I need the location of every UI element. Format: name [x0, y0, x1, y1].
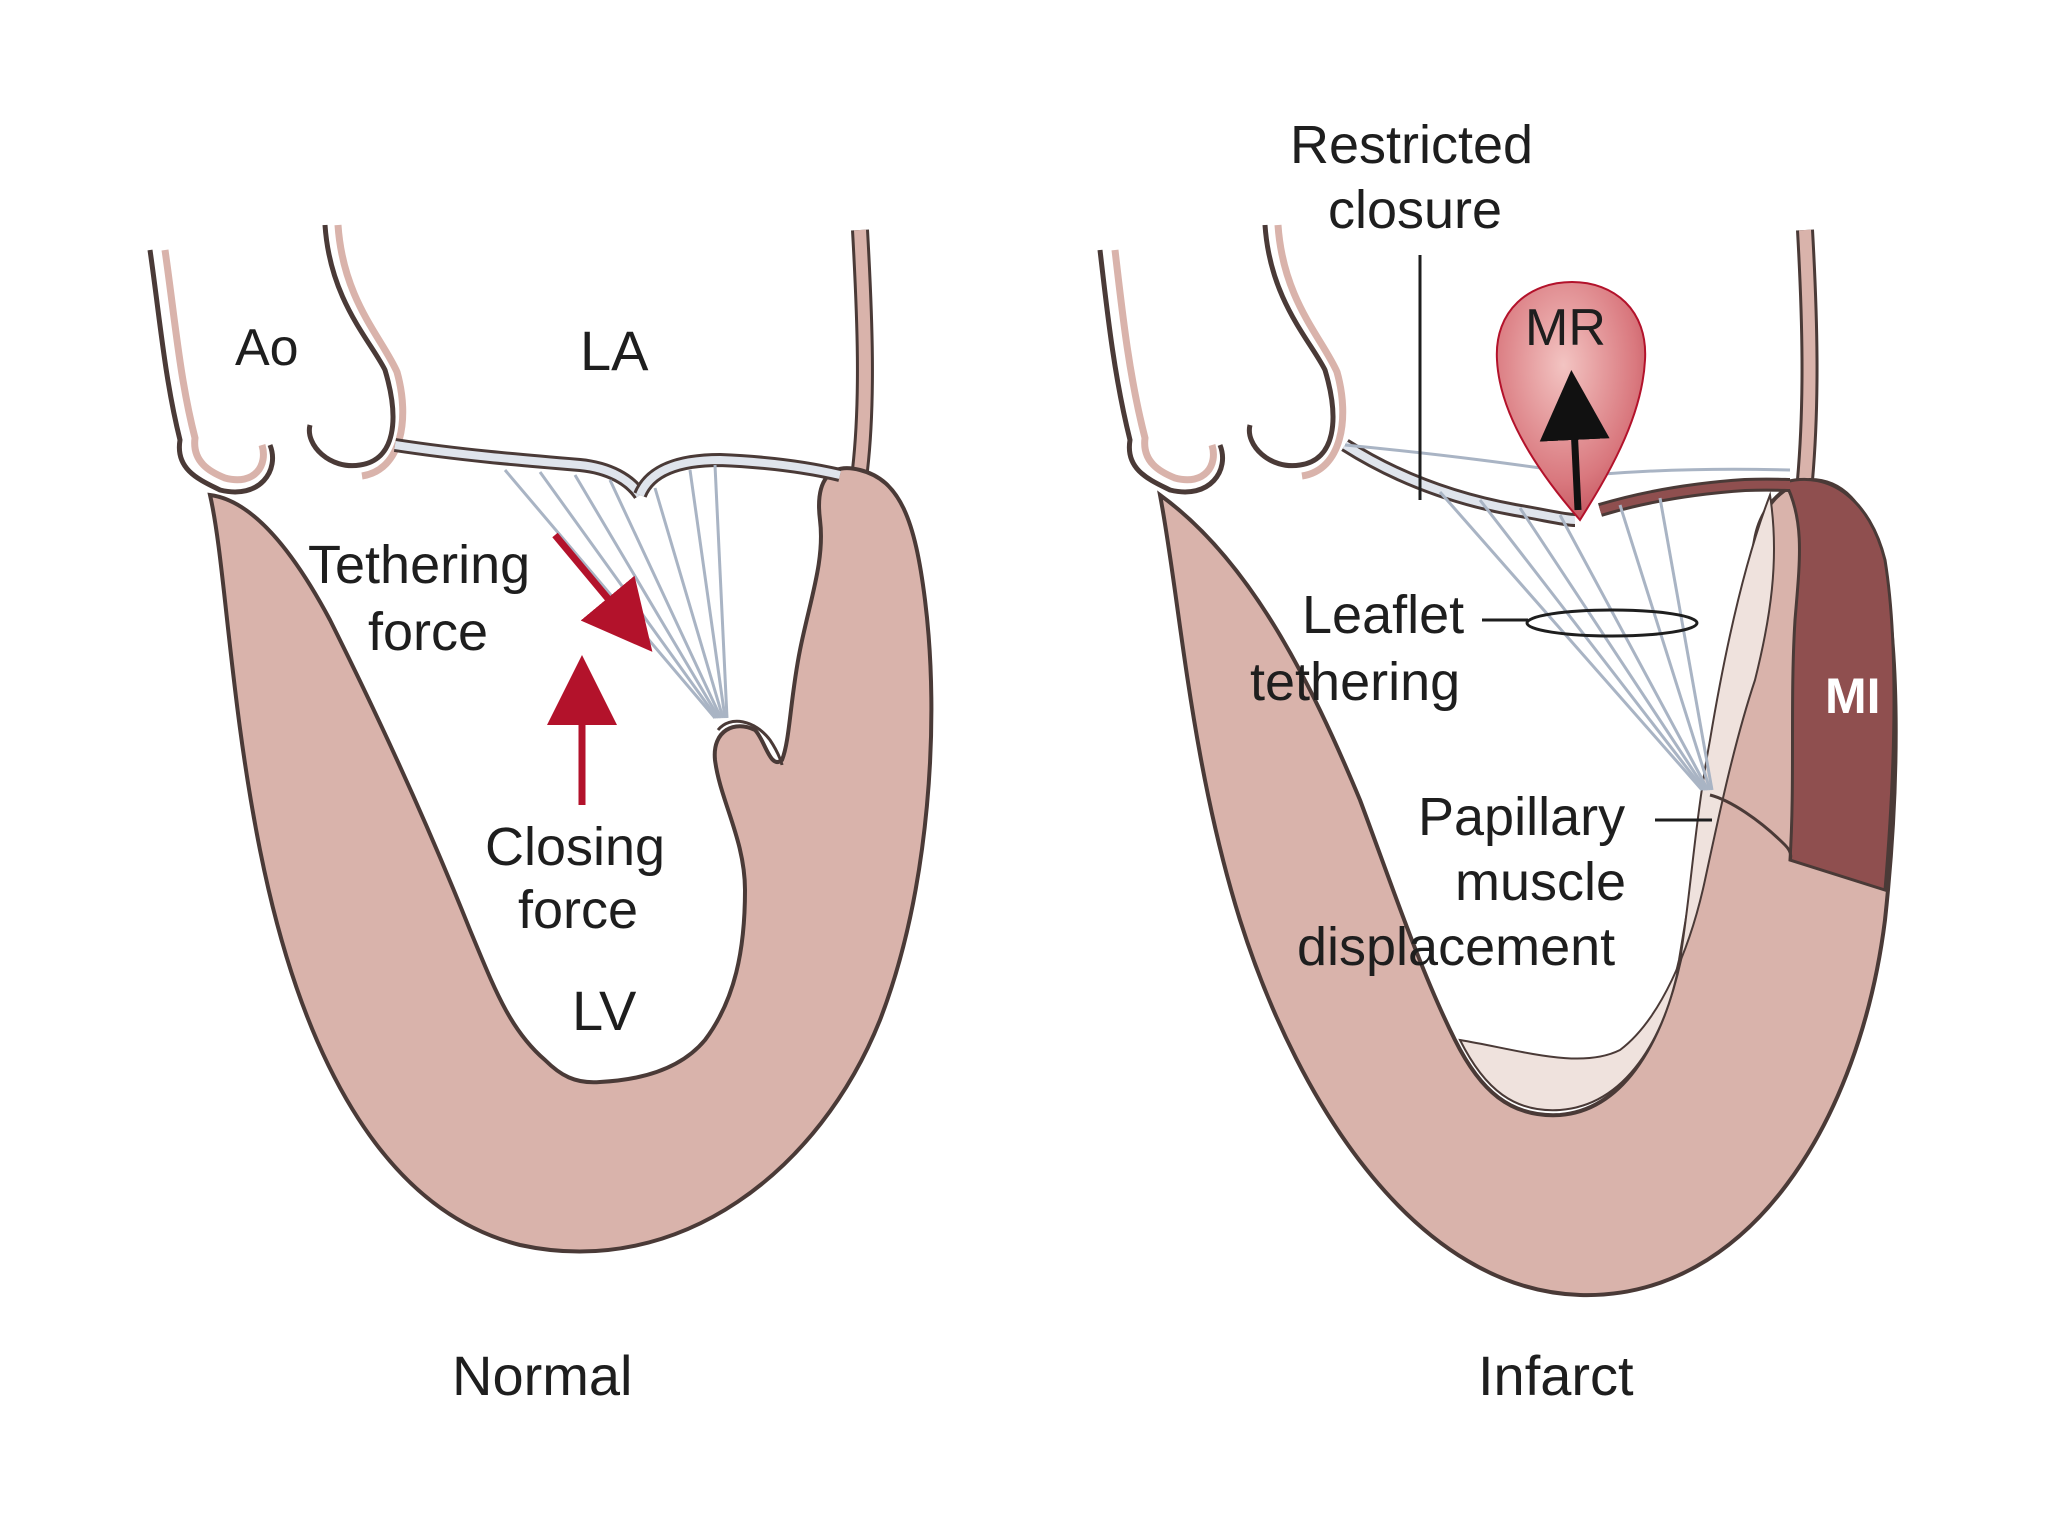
aorta-wall-right [306, 224, 396, 469]
aorta-wall-right-infarct [1246, 224, 1336, 469]
normal-heart: Ao LA Tethering force Closing force LV N… [147, 224, 934, 1407]
mr-label: MR [1525, 299, 1606, 357]
infarct-caption: Infarct [1478, 1344, 1634, 1407]
leaflet-tethering-ellipse [1525, 608, 1699, 638]
chordae-infarct [1438, 491, 1714, 791]
posterior-leaflet-fill-infarct [1598, 480, 1791, 514]
la-label: LA [580, 319, 649, 382]
tethering-force-arrow [552, 532, 653, 652]
lv-label: LV [572, 979, 637, 1042]
leaflet-tethering-line2: tethering [1250, 652, 1460, 712]
closing-label-line1: Closing [485, 817, 665, 877]
papillary-line2: muscle [1455, 852, 1626, 912]
aorta-wall-right-inner [334, 224, 407, 480]
closing-label-line2: force [518, 880, 638, 940]
chordae-normal [503, 464, 729, 719]
papillary-muscle [716, 719, 784, 766]
mr-flow-arrow [1539, 370, 1610, 511]
restricted-closure-line1: Restricted [1290, 115, 1533, 175]
anterior-leaflet-fill [394, 441, 644, 498]
papillary-line3: displacement [1297, 917, 1615, 977]
lv-myocardium [207, 466, 934, 1254]
aorta-wall-left-infarct [1097, 249, 1226, 495]
la-wall-fill-infarct [1799, 229, 1816, 481]
tethering-label-line1: Tethering [308, 535, 530, 595]
leaflet-tethering-line1: Leaflet [1302, 585, 1464, 645]
papillary-muscle-displaced [1709, 793, 1793, 861]
normal-caption: Normal [452, 1344, 632, 1407]
restricted-closure-line2: closure [1328, 180, 1502, 240]
ao-label: Ao [235, 319, 299, 377]
tethering-label-line2: force [368, 602, 488, 662]
aorta-wall-right-inner-infarct [1274, 224, 1347, 480]
infarct-heart: Restricted closure MR Leaflet tethering … [1097, 115, 1898, 1407]
anterior-leaflet-fill-infarct [1342, 441, 1576, 524]
aorta-wall-left [147, 249, 276, 495]
posterior-leaflet-fill [636, 455, 841, 497]
mi-label: MI [1825, 668, 1881, 724]
la-wall-fill [854, 229, 871, 471]
infarct-zone [1782, 477, 1896, 892]
aorta-wall-left-inner-infarct [1111, 249, 1217, 484]
aorta-wall-left-inner [161, 249, 267, 484]
papillary-line1: Papillary [1418, 787, 1625, 847]
